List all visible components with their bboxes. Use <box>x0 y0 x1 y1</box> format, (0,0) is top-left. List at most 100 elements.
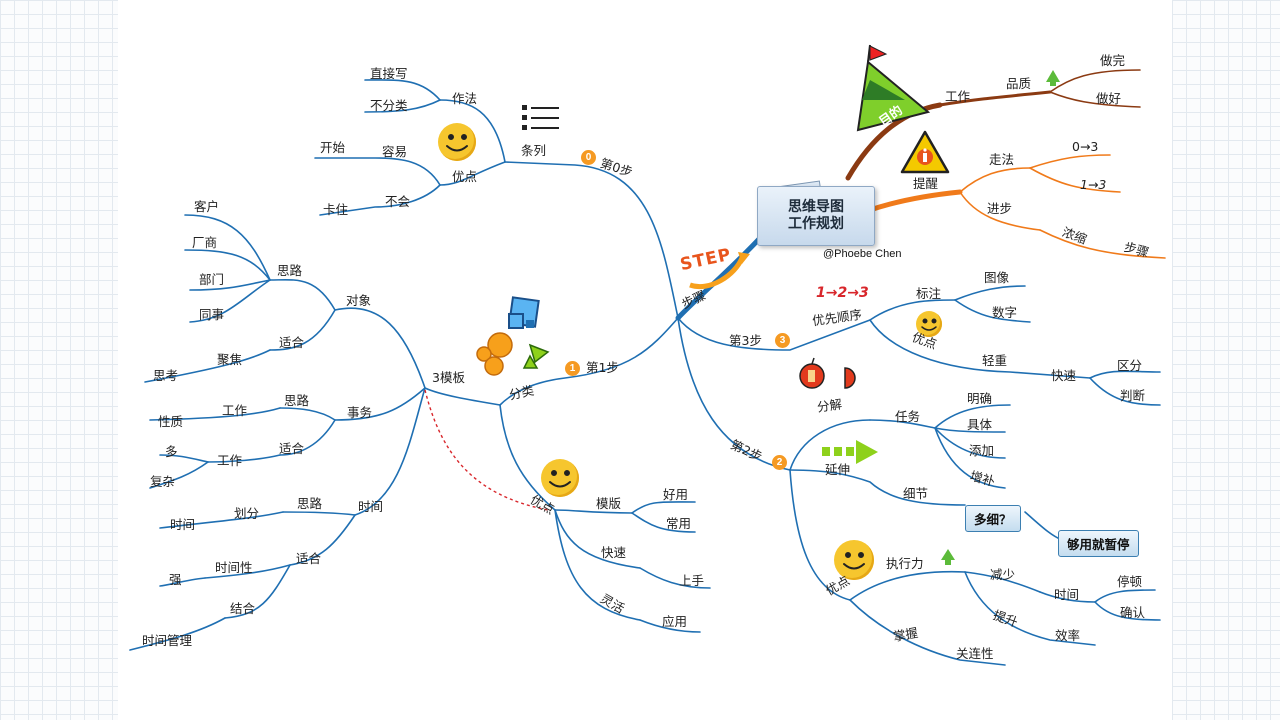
node-template[interactable]: 模版 <box>596 496 622 511</box>
node-how-detailed[interactable]: 多细？ <box>965 505 1021 532</box>
node-efficiency[interactable]: 效率 <box>1055 628 1081 643</box>
node-timeliness[interactable]: 时间性 <box>215 560 253 575</box>
up-arrow-icon <box>1046 70 1060 86</box>
node-complex[interactable]: 复杂 <box>150 474 176 489</box>
node-think[interactable]: 思考 <box>153 368 179 383</box>
node-progress[interactable]: 进步 <box>987 201 1013 216</box>
step-arrow-icon <box>689 252 750 289</box>
node-time-fit[interactable]: 适合 <box>296 551 322 566</box>
node-annotate[interactable]: 标注 <box>916 286 942 301</box>
node-combine[interactable]: 结合 <box>230 601 256 616</box>
node-task[interactable]: 任务 <box>895 409 921 424</box>
node-list[interactable]: 条列 <box>521 143 547 158</box>
node-method[interactable]: 作法 <box>452 91 478 106</box>
node-object[interactable]: 对象 <box>346 293 372 308</box>
smiley-icon <box>834 540 874 580</box>
node-thinking[interactable]: 思路 <box>277 263 303 278</box>
node-vendor[interactable]: 厂商 <box>192 235 218 250</box>
node-direct[interactable]: 直接写 <box>370 66 408 81</box>
purpose-branch-lines <box>845 69 1141 181</box>
node-template3[interactable]: 3模板 <box>432 370 465 385</box>
node-add[interactable]: 添加 <box>969 443 995 458</box>
node-divide[interactable]: 划分 <box>234 506 260 521</box>
node-icon[interactable]: 图像 <box>984 270 1010 285</box>
node-judge[interactable]: 判断 <box>1120 388 1146 403</box>
node-get-started[interactable]: 上手 <box>679 573 705 588</box>
smiley-icon <box>541 459 579 497</box>
node-focus[interactable]: 聚焦 <box>217 352 243 367</box>
node-strong[interactable]: 强 <box>169 572 182 587</box>
node-time-word[interactable]: 时间 <box>170 517 196 532</box>
node-good[interactable]: 做好 <box>1096 91 1122 106</box>
green-arrow-icon <box>822 440 878 464</box>
node-time-mgmt[interactable]: 时间管理 <box>142 633 193 648</box>
list-icon <box>522 105 559 130</box>
remind-branch-lines <box>867 154 1166 259</box>
badge-step3: 3 <box>775 333 790 348</box>
node-aff-thinking[interactable]: 思路 <box>284 393 310 408</box>
node-step3[interactable]: 第3步 <box>729 333 762 348</box>
central-title-line2: 工作规划 <box>788 216 844 232</box>
node-reduce[interactable]: 减少 <box>990 567 1016 582</box>
badge-step0: 0 <box>581 150 596 165</box>
relationship-dashed-line <box>424 389 549 511</box>
up-arrow-icon <box>941 549 955 565</box>
node-common[interactable]: 常用 <box>666 516 692 531</box>
node-nature[interactable]: 性质 <box>158 414 184 429</box>
node-affairs[interactable]: 事务 <box>347 405 373 420</box>
smiley-icon <box>916 311 942 337</box>
node-done[interactable]: 做完 <box>1100 53 1126 68</box>
node-time-thinking[interactable]: 思路 <box>297 496 323 511</box>
badge-step2: 2 <box>772 455 787 470</box>
central-topic[interactable]: 思维导图 工作规划 <box>757 186 875 246</box>
node-fast[interactable]: 快速 <box>601 545 627 560</box>
node-aff-work2[interactable]: 工作 <box>217 453 243 468</box>
node-work[interactable]: 工作 <box>945 89 971 104</box>
warning-icon <box>900 130 950 174</box>
node-dept[interactable]: 部门 <box>199 272 225 287</box>
node-start[interactable]: 开始 <box>320 140 346 155</box>
central-title-line1: 思维导图 <box>788 199 844 215</box>
node-confirm[interactable]: 确认 <box>1120 605 1146 620</box>
node-aff-work[interactable]: 工作 <box>222 403 248 418</box>
node-step1[interactable]: 第1步 <box>586 360 619 375</box>
node-distinguish[interactable]: 区分 <box>1117 358 1143 373</box>
node-enough-pause[interactable]: 够用就暂停 <box>1058 530 1139 557</box>
node-colleague[interactable]: 同事 <box>199 307 225 322</box>
node-quality[interactable]: 品质 <box>1006 76 1032 91</box>
apple-icon <box>799 357 856 389</box>
node-detail[interactable]: 细节 <box>903 486 929 501</box>
node-specific[interactable]: 具体 <box>967 417 993 432</box>
node-apply[interactable]: 应用 <box>662 614 688 629</box>
node-walk-b[interactable]: 1→3 <box>1080 177 1107 192</box>
node-relevance[interactable]: 关连性 <box>956 646 994 661</box>
node-walk-a[interactable]: 0→3 <box>1072 139 1099 154</box>
node-time2[interactable]: 时间 <box>1054 587 1080 602</box>
node-extend[interactable]: 延伸 <box>825 462 851 477</box>
node-number[interactable]: 数字 <box>992 305 1018 320</box>
node-clear[interactable]: 明确 <box>967 391 993 406</box>
node-easy[interactable]: 容易 <box>382 144 408 159</box>
node-fast3[interactable]: 快速 <box>1051 368 1077 383</box>
grid-background-left <box>0 0 118 720</box>
author-label: @Phoebe Chen <box>823 248 902 260</box>
node-wont[interactable]: 不会 <box>385 194 411 209</box>
node-remind[interactable]: 提醒 <box>913 176 939 191</box>
node-walk[interactable]: 走法 <box>989 152 1015 167</box>
node-no-class[interactable]: 不分类 <box>370 98 408 113</box>
node-good-use[interactable]: 好用 <box>663 487 689 502</box>
node-weight[interactable]: 轻重 <box>982 353 1008 368</box>
node-pause[interactable]: 停顿 <box>1117 574 1143 589</box>
node-aff-fit[interactable]: 适合 <box>279 441 305 456</box>
grid-background-right <box>1172 0 1280 720</box>
node-time[interactable]: 时间 <box>358 499 384 514</box>
node-fit[interactable]: 适合 <box>279 335 305 350</box>
mountain-flag-icon <box>856 44 931 132</box>
node-execution[interactable]: 执行力 <box>886 556 924 571</box>
priority-sequence-icon: 1→2→3 <box>816 285 869 301</box>
node-stuck[interactable]: 卡住 <box>323 202 349 217</box>
node-many[interactable]: 多 <box>165 444 178 459</box>
node-advantage[interactable]: 优点 <box>452 169 478 184</box>
node-client[interactable]: 客户 <box>194 199 220 214</box>
